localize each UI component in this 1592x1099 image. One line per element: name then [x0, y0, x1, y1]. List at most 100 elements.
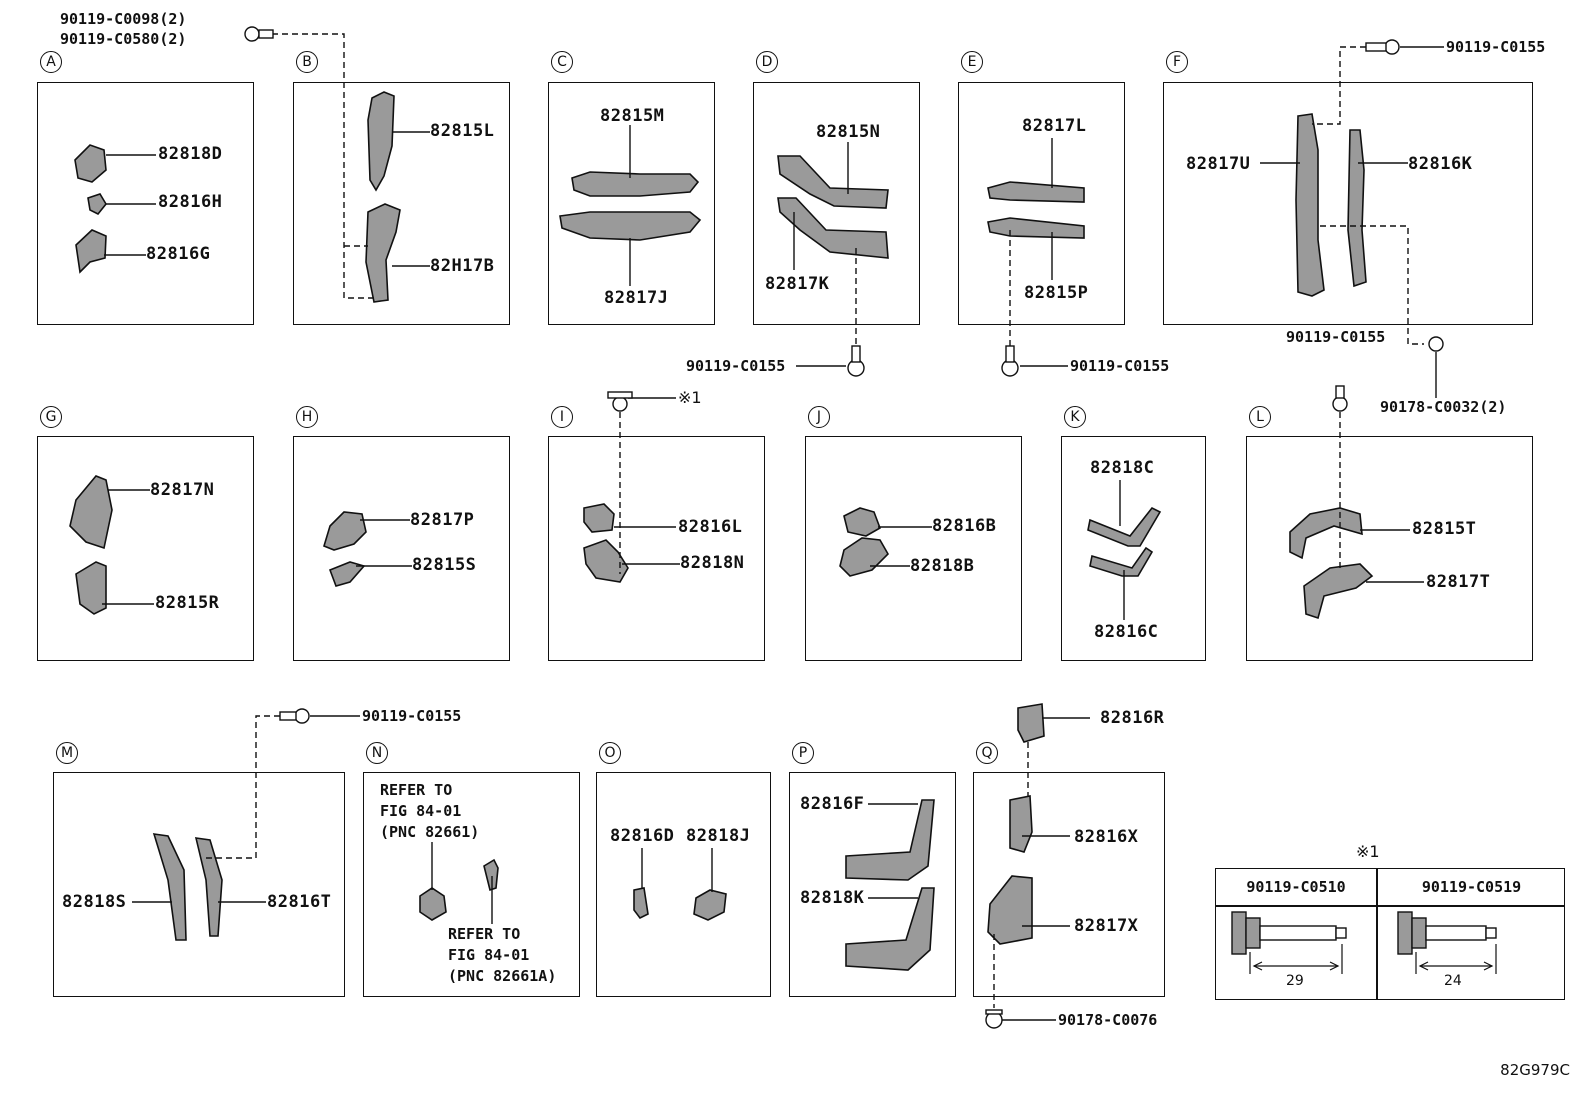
part-82H17B-drawing	[365, 203, 401, 303]
panel-letter-h: H	[296, 406, 318, 428]
bolt-icon-f-top	[1365, 39, 1400, 55]
part-label-82815N: 82815N	[816, 122, 881, 142]
part-82815L-drawing	[367, 91, 395, 192]
part-82816K-drawing	[1347, 129, 1367, 288]
panel-o	[596, 772, 771, 997]
panel-k	[1061, 436, 1206, 661]
part-82816G-drawing	[75, 229, 107, 274]
part-label-82816B: 82816B	[932, 516, 997, 536]
part-label-82816H: 82816H	[158, 192, 223, 212]
part-82818N-drawing	[583, 539, 629, 583]
part-82816T-drawing	[194, 837, 223, 937]
part-82815T-drawing	[1289, 507, 1363, 560]
part-82817P-drawing	[323, 511, 367, 551]
panel-letter-m: M	[56, 742, 78, 764]
bolt-drawing-90119-C0519	[1397, 911, 1497, 955]
panel-j	[805, 436, 1022, 661]
part-label-82817J: 82817J	[604, 288, 669, 308]
part-label-82815R: 82815R	[155, 593, 220, 613]
panel-c	[548, 82, 715, 325]
bolt-icon-l-top	[1332, 385, 1348, 412]
hardware-label-f-top: 90119-C0155	[1446, 38, 1546, 56]
table-mark: ※1	[1356, 842, 1380, 861]
panel-letter-l: L	[1249, 406, 1271, 428]
part-ref-82661-drawing	[419, 887, 447, 921]
bolt-icon-e-bottom	[1001, 345, 1019, 377]
panel-letter-i: I	[551, 406, 573, 428]
hardware-label-90119-C0098: 90119-C0098(2)	[60, 10, 187, 28]
part-label-82815P: 82815P	[1024, 283, 1089, 303]
hardware-label-90178-C0076: 90178-C0076	[1058, 1011, 1158, 1029]
panel-letter-b: B	[296, 51, 318, 73]
dimension-29: 29	[1286, 973, 1304, 989]
dimension-24: 24	[1444, 973, 1462, 989]
part-label-82817T: 82817T	[1426, 572, 1491, 592]
part-label-82817X: 82817X	[1074, 916, 1139, 936]
ref-mark-i: ※1	[678, 388, 702, 407]
panel-letter-q: Q	[976, 742, 998, 764]
bolt-icon-i-top	[607, 391, 633, 412]
panel-n	[363, 772, 580, 997]
part-label-82816X: 82816X	[1074, 827, 1139, 847]
bolt-icon-m-top	[279, 708, 310, 724]
part-label-82818D: 82818D	[158, 144, 223, 164]
diagram-code: 82G979C	[1500, 1061, 1570, 1079]
panel-g	[37, 436, 254, 661]
clip-icon-q-bottom	[985, 1009, 1003, 1029]
part-ref-82661A-drawing	[483, 858, 499, 892]
part-label-82815L: 82815L	[430, 121, 495, 141]
part-label-82817L: 82817L	[1022, 116, 1087, 136]
part-label-82816R: 82816R	[1100, 708, 1165, 728]
hardware-label-m-top: 90119-C0155	[362, 707, 462, 725]
panel-letter-e: E	[961, 51, 983, 73]
panel-e	[958, 82, 1125, 325]
part-82817N-drawing	[69, 475, 113, 550]
part-82818D-drawing	[74, 144, 107, 183]
part-82817L-drawing	[987, 181, 1085, 203]
hardware-label-90119-C0580: 90119-C0580(2)	[60, 30, 187, 48]
panel-i	[548, 436, 765, 661]
part-label-82816T: 82816T	[267, 892, 332, 912]
bolt-icon-top-left	[244, 26, 274, 42]
panel-letter-p: P	[792, 742, 814, 764]
part-label-82816L: 82816L	[678, 517, 743, 537]
panel-m	[53, 772, 345, 997]
part-82815S-drawing	[328, 561, 366, 587]
panel-b	[293, 82, 510, 325]
part-label-82818B: 82818B	[910, 556, 975, 576]
panel-letter-k: K	[1064, 406, 1086, 428]
part-label-82817N: 82817N	[150, 480, 215, 500]
part-82815P-drawing	[987, 217, 1085, 239]
part-82817U-drawing	[1295, 113, 1325, 297]
part-label-82816K: 82816K	[1408, 154, 1473, 174]
part-label-82815M: 82815M	[600, 106, 665, 126]
bolt-size-table: 90119-C0510 90119-C0519 29 24	[1215, 868, 1565, 1000]
part-82815M-drawing	[571, 171, 700, 197]
part-label-82815S: 82815S	[412, 555, 477, 575]
part-label-82815T: 82815T	[1412, 519, 1477, 539]
part-label-82H17B: 82H17B	[430, 256, 495, 276]
panel-letter-d: D	[756, 51, 778, 73]
part-label-82818C: 82818C	[1090, 458, 1155, 478]
part-82818B-drawing	[839, 537, 889, 577]
panel-letter-j: J	[808, 406, 830, 428]
panel-letter-o: O	[599, 742, 621, 764]
panel-letter-n: N	[366, 742, 388, 764]
part-label-82818N: 82818N	[680, 553, 745, 573]
hardware-label-90178-C0032: 90178-C0032(2)	[1380, 398, 1507, 416]
part-label-82817P: 82817P	[410, 510, 475, 530]
panel-letter-a: A	[40, 51, 62, 73]
part-82817X-drawing	[987, 875, 1033, 945]
part-82818J-drawing	[693, 889, 727, 921]
part-82818C-drawing	[1087, 506, 1162, 547]
hardware-label-e-bottom: 90119-C0155	[1070, 357, 1170, 375]
hardware-label-d-bottom: 90119-C0155	[686, 357, 786, 375]
hardware-label-l-top: 90119-C0155	[1286, 328, 1386, 346]
part-82815N-drawing	[777, 155, 889, 209]
part-82817J-drawing	[559, 211, 702, 241]
part-82818S-drawing	[152, 833, 187, 941]
part-label-82816F: 82816F	[800, 794, 865, 814]
